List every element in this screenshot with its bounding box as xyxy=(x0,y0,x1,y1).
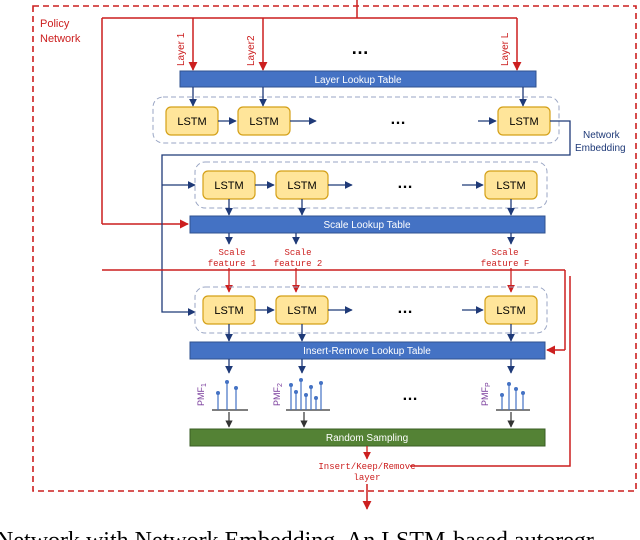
insert-remove-lstm-cell-1-label: LSTM xyxy=(214,305,243,317)
scale-lookup-label: Scale Lookup Table xyxy=(323,220,411,231)
scale-feature-F-line1: Scale xyxy=(491,248,518,258)
scale-feature-2-line2: feature 2 xyxy=(274,259,323,269)
pmf-2-label: PMF2 xyxy=(272,383,284,406)
pmf-1-label: PMF1 xyxy=(196,383,208,406)
pmf-2-plot xyxy=(286,378,330,411)
layer-2-label: Layer2 xyxy=(246,35,257,66)
layer-lookup-label: Layer Lookup Table xyxy=(314,75,402,86)
scale-lstm-cell-2-label: LSTM xyxy=(287,180,316,192)
scale-lstm-cell-1-label: LSTM xyxy=(214,180,243,192)
policy-network-boundary xyxy=(32,5,637,492)
network-embedding-label-1: Network xyxy=(583,130,621,141)
insert-remove-lstm-cell-P-label: LSTM xyxy=(496,305,525,317)
scale-lstm-group xyxy=(194,161,548,209)
output-feedback-path xyxy=(410,276,571,467)
layer-L-label: Layer L xyxy=(500,32,511,66)
network-embedding-path xyxy=(161,120,571,316)
pmf-ellipsis: … xyxy=(402,387,418,404)
layer-1-label: Layer 1 xyxy=(176,32,187,66)
scale-lookup-table xyxy=(189,215,546,234)
scale-feature-F-line2: feature F xyxy=(481,259,530,269)
pmf-1-plot xyxy=(212,380,248,411)
layer-lstm-cell-1-label: LSTM xyxy=(177,116,206,128)
caption-text: Network with Network Embedding. An LSTM-… xyxy=(0,528,594,540)
layer-lstm-ellipsis: … xyxy=(390,111,406,128)
insert-remove-lookup-table xyxy=(189,341,546,360)
pmf-P-plot xyxy=(496,382,530,411)
scale-lstm-ellipsis: … xyxy=(397,175,413,192)
network-embedding-label-2: Embedding xyxy=(575,143,626,154)
insert-remove-ellipsis: … xyxy=(397,300,413,317)
policy-label-line1: Policy xyxy=(40,18,70,30)
insert-remove-lookup-label: Insert-Remove Lookup Table xyxy=(303,346,431,357)
random-sampling-label: Random Sampling xyxy=(326,433,408,444)
layer-ellipsis: … xyxy=(351,38,369,58)
scale-feature-2-line1: Scale xyxy=(284,248,311,258)
scale-lstm-cell-F-label: LSTM xyxy=(496,180,525,192)
layer-lookup-table xyxy=(179,70,537,88)
layer-lstm-cell-L-label: LSTM xyxy=(509,116,538,128)
policy-label-line2: Network xyxy=(40,33,81,45)
scale-feature-1-line1: Scale xyxy=(218,248,245,258)
output-label-line1: Insert/Keep/Remove xyxy=(318,462,415,472)
scale-feature-1-line2: feature 1 xyxy=(208,259,257,269)
layer-lstm-group xyxy=(152,96,560,144)
layer-lstm-cell-2-label: LSTM xyxy=(249,116,278,128)
insert-remove-lstm-group xyxy=(194,286,548,334)
insert-remove-lstm-cell-2-label: LSTM xyxy=(287,305,316,317)
output-label-line2: layer xyxy=(353,473,380,483)
pmf-P-label: PMFP xyxy=(480,382,492,406)
